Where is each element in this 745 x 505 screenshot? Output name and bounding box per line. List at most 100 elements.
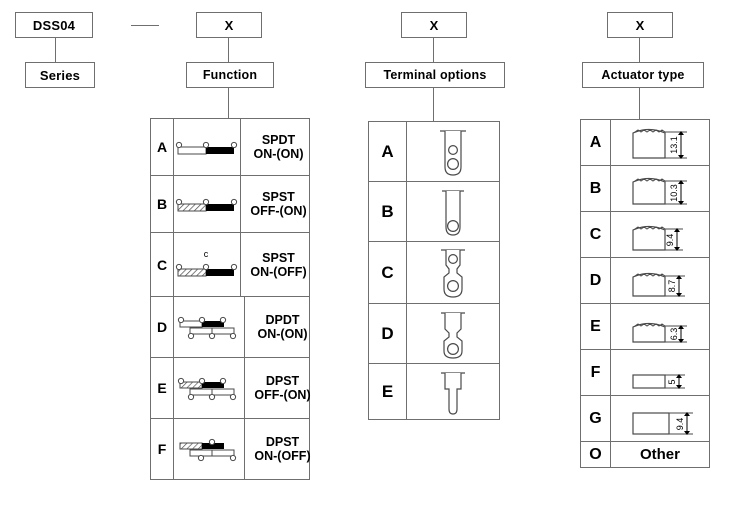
function-row-label: SPST OFF-(ON) — [240, 175, 316, 232]
table-row[interactable]: A — [369, 122, 499, 182]
function-switch-symbol-spst-on-off: c — [174, 233, 240, 297]
terminal-row-code: A — [369, 122, 407, 181]
terminal-row-code: C — [369, 242, 407, 303]
actuator-row-code: E — [581, 304, 611, 349]
table-row[interactable]: E — [369, 364, 499, 419]
function-row-type: SPDT — [261, 132, 296, 147]
table-row[interactable]: C c SPST ON-(OFF) — [151, 232, 309, 298]
actuator-shape-knurled: 6.3 — [611, 304, 709, 349]
function-placeholder-text: X — [224, 17, 234, 33]
function-row-state: ON-(OFF) — [250, 264, 307, 279]
table-row[interactable]: G 9.4 — [581, 396, 709, 442]
table-row[interactable]: D DPDT ON-(ON) — [151, 297, 309, 359]
terminal-shape-lug-one-hole-waisted — [407, 304, 499, 363]
actuator-placeholder-text: X — [635, 17, 645, 33]
table-row[interactable]: C 9.4 — [581, 212, 709, 258]
function-switch-symbol-spdt — [174, 119, 240, 175]
actuator-row-code: F — [581, 350, 611, 395]
terminal-row-code: E — [369, 364, 407, 419]
actuator-placeholder-box: X — [607, 12, 673, 38]
actuator-row-code: O — [581, 442, 611, 467]
actuator-label-box: Actuator type — [582, 62, 704, 88]
terminal-row-code: B — [369, 182, 407, 241]
table-row[interactable]: A SPDT ON-(ON) — [151, 119, 309, 176]
function-row-type: SPST — [262, 250, 295, 265]
actuator-type-table: A 13.1 B 10 — [580, 119, 710, 468]
actuator-shape-knurled: 13.1 — [611, 120, 709, 165]
actuator-dimension-label: 5 — [667, 379, 677, 384]
table-row[interactable]: E DPST — [151, 358, 311, 420]
actuator-dimension-label: 9.4 — [675, 417, 685, 430]
function-row-label: SPST ON-(OFF) — [240, 232, 316, 297]
function-row-code: C — [151, 232, 174, 297]
actuator-dimension-label: 13.1 — [669, 136, 679, 154]
actuator-row-code: B — [581, 166, 611, 211]
actuator-dimension-label: 9.4 — [665, 233, 675, 246]
function-row-label: DPDT ON-(ON) — [244, 297, 320, 358]
actuator-row-code: D — [581, 258, 611, 303]
function-label-box: Function — [186, 62, 274, 88]
actuator-dimension-label: 6.3 — [669, 327, 679, 340]
series-label-box: Series — [25, 62, 95, 88]
table-row[interactable]: E 6.3 — [581, 304, 709, 350]
actuator-row-code: G — [581, 396, 611, 441]
function-row-label: DPST ON-(OFF) — [244, 419, 320, 479]
table-row[interactable]: D 8.7 — [581, 258, 709, 304]
function-switch-symbol-dpst-off-on — [174, 358, 244, 418]
actuator-dimension-label: 8.7 — [667, 279, 677, 292]
actuator-row-code: C — [581, 212, 611, 257]
terminal-connector-line-2 — [433, 88, 435, 121]
function-row-code: B — [151, 175, 174, 232]
function-label-text: Function — [202, 68, 258, 82]
function-row-label: DPST OFF-(ON) — [244, 358, 320, 419]
function-row-state: ON-(ON) — [253, 146, 304, 161]
terminal-shape-lug-one-hole-round-end — [407, 182, 499, 241]
table-row[interactable]: B 10.3 — [581, 166, 709, 212]
terminal-placeholder-box: X — [401, 12, 467, 38]
function-row-code: A — [151, 119, 174, 175]
function-row-state: OFF-(ON) — [250, 203, 307, 218]
series-label-text: Series — [39, 67, 81, 83]
table-row[interactable]: A 13.1 — [581, 120, 709, 166]
table-row[interactable]: F 5 — [581, 350, 709, 396]
actuator-dimension-label: 10.3 — [669, 184, 679, 202]
series-code-text: DSS04 — [32, 17, 76, 33]
function-row-type: DPDT — [265, 313, 300, 328]
actuator-shape-flat-wide: 9.4 — [611, 396, 709, 441]
terminal-placeholder-text: X — [429, 17, 439, 33]
function-row-state: OFF-(ON) — [254, 388, 311, 403]
function-row-type: DPST — [265, 374, 300, 389]
actuator-other-label: Other — [639, 446, 680, 463]
terminal-label-text: Terminal options — [383, 68, 487, 82]
actuator-connector-line-1 — [639, 38, 641, 62]
function-connector-line-2 — [228, 88, 230, 118]
table-row[interactable]: C — [369, 242, 499, 304]
table-row[interactable]: B SPST OFF-(ON) — [151, 175, 309, 233]
function-connector-line-1 — [228, 38, 230, 62]
function-row-state: ON-(OFF) — [254, 449, 311, 464]
terminal-shape-lug-two-holes-waisted — [407, 242, 499, 303]
function-row-state: ON-(ON) — [257, 327, 308, 342]
actuator-connector-line-2 — [639, 88, 641, 119]
terminal-row-code: D — [369, 304, 407, 363]
function-row-label: SPDT ON-(ON) — [240, 119, 316, 175]
function-row-code: D — [151, 297, 174, 358]
function-row-type: SPST — [262, 189, 295, 204]
series-connector-line — [55, 38, 57, 62]
table-row[interactable]: B — [369, 182, 499, 242]
terminal-shape-lug-two-holes-round-end — [407, 122, 499, 181]
terminal-connector-line-1 — [433, 38, 435, 62]
function-switch-symbol-dpdt — [174, 297, 244, 357]
function-switch-symbol-spst-off-on — [174, 176, 240, 232]
function-placeholder-box: X — [196, 12, 262, 38]
terminal-label-box: Terminal options — [365, 62, 505, 88]
table-row[interactable]: D — [369, 304, 499, 364]
actuator-row-code: A — [581, 120, 611, 165]
function-row-note: c — [204, 249, 209, 259]
actuator-shape-knurled: 9.4 — [611, 212, 709, 257]
function-row-code: E — [151, 358, 174, 419]
table-row[interactable]: F DPST ON-(OFF) — [151, 419, 311, 479]
separator-dash — [131, 25, 159, 27]
table-row[interactable]: O Other — [581, 442, 709, 467]
terminal-options-table: A B C — [368, 121, 500, 420]
